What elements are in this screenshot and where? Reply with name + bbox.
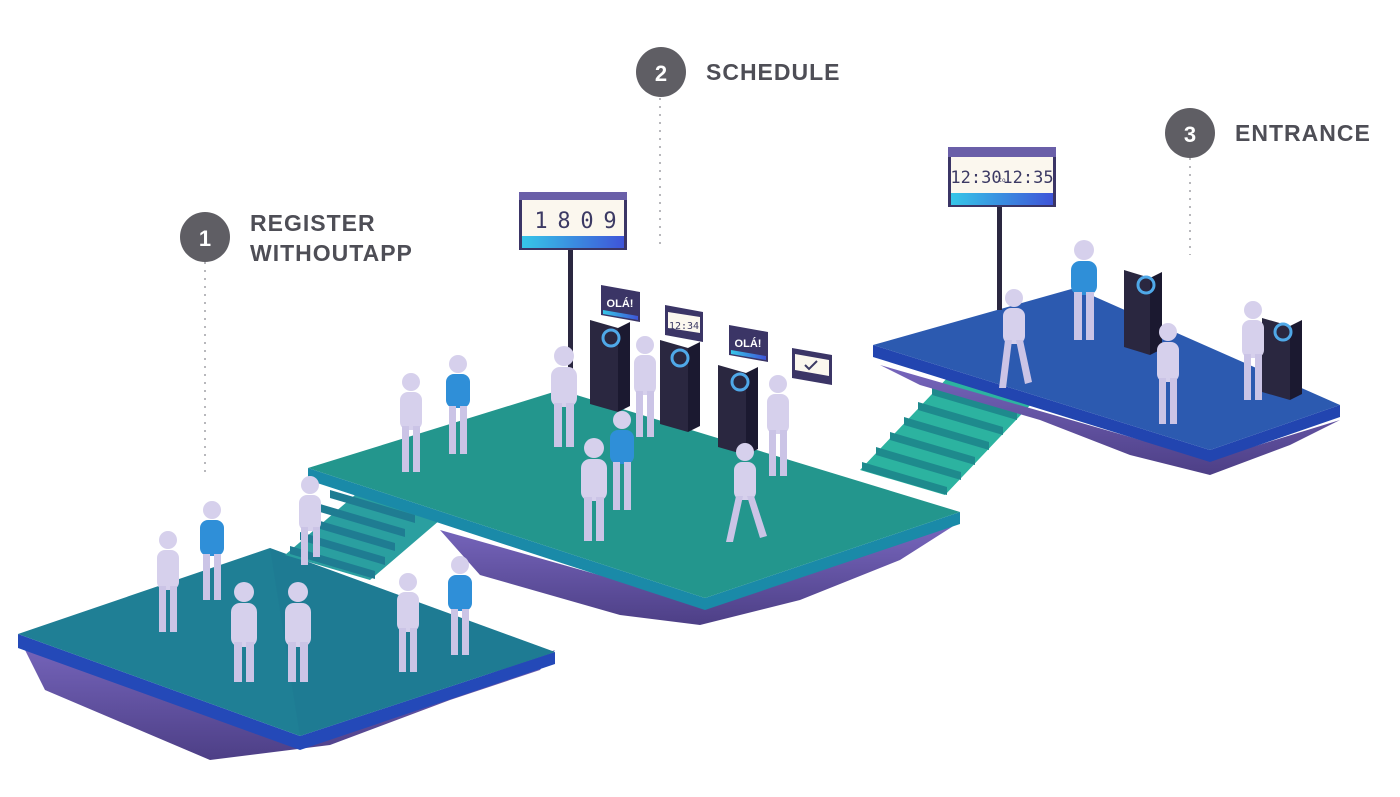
step-1-title-line1: REGISTER: [250, 210, 376, 236]
step-1-number: 1: [199, 226, 211, 251]
person: [285, 582, 311, 682]
time-screen: 12:34: [665, 305, 703, 342]
kiosks: [590, 270, 1302, 455]
kiosk-1: [590, 320, 618, 412]
person: [767, 375, 789, 476]
kiosk-3: [718, 365, 746, 455]
slot-start-time: 12:30: [950, 168, 1001, 188]
kiosk-2: [660, 340, 688, 432]
step-3-title: ENTRANCE: [1235, 120, 1371, 146]
platform-3-top: [873, 288, 1340, 450]
step-3-badge: [1165, 108, 1215, 158]
people: [157, 240, 1264, 682]
platform-1-edge: [18, 634, 555, 750]
step-2-title: SCHEDULE: [706, 59, 841, 85]
step-3: 3 ENTRANCE: [1165, 108, 1371, 255]
person: [1242, 301, 1264, 400]
platform-2-top: [308, 390, 960, 598]
person-walking: [999, 289, 1032, 388]
counter-digit-3: 0: [580, 209, 593, 234]
person-staff: [200, 501, 224, 600]
person: [634, 336, 656, 437]
queue-counter-display: 1 8 0 9: [519, 192, 627, 400]
confirm-screen: [792, 348, 832, 385]
step-2-number: 2: [655, 61, 667, 86]
step-2-badge: [636, 47, 686, 97]
person-staff: [1071, 240, 1097, 340]
small-time-text: 12:34: [669, 321, 699, 332]
stairs-left: [285, 490, 440, 580]
step-1-badge: [180, 212, 230, 262]
slot-display: 12:30 to 12:35: [948, 147, 1056, 310]
greeting-screen-1: OLÁ!: [601, 285, 640, 322]
step-1: 1 REGISTER WITHOUTAPP: [180, 210, 413, 478]
greeting-text-1: OLÁ!: [607, 297, 634, 310]
person: [581, 438, 607, 541]
platform-2-edge: [308, 468, 960, 610]
person-staff: [610, 411, 634, 510]
greeting-screen-2: OLÁ!: [729, 325, 768, 362]
person-staff: [448, 556, 472, 655]
greeting-text-2: OLÁ!: [735, 337, 762, 350]
counter-digit-1: 1: [534, 209, 547, 234]
person-on-stairs: [299, 476, 321, 565]
slot-end-time: 12:35: [1002, 168, 1053, 188]
platform-register: [18, 548, 555, 760]
step-2: 2 SCHEDULE: [636, 47, 841, 245]
person: [231, 582, 257, 682]
person-staff: [446, 355, 470, 454]
step-3-number: 3: [1184, 122, 1196, 147]
person: [1157, 323, 1179, 424]
platform-entrance: [873, 288, 1340, 475]
person: [397, 573, 419, 672]
step-1-title-line2: WITHOUTAPP: [250, 240, 413, 266]
counter-digit-4: 9: [603, 209, 616, 234]
check-icon: [804, 360, 818, 371]
person: [551, 346, 577, 447]
person: [157, 531, 179, 632]
platform-2-rock: [440, 525, 955, 625]
person: [400, 373, 422, 472]
person-walking: [726, 443, 767, 542]
counter-digit-2: 8: [557, 209, 570, 234]
slot-separator: to: [998, 177, 1006, 184]
platform-schedule: [308, 390, 960, 625]
platform-1-rock: [20, 640, 555, 760]
